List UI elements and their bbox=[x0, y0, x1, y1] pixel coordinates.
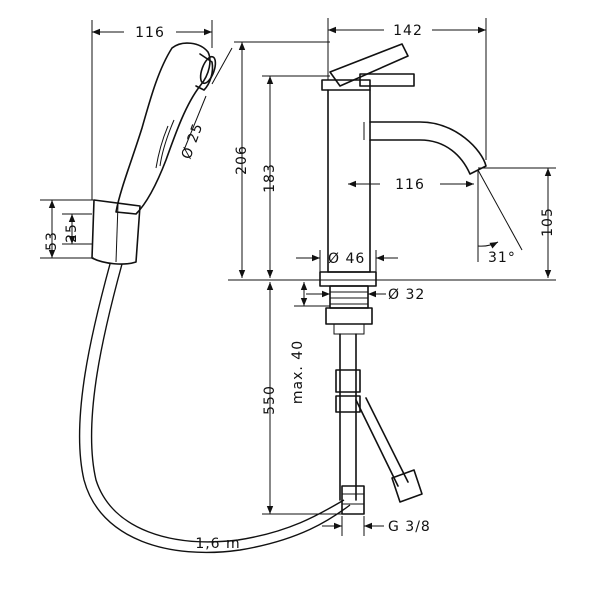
label-total-height: 206 bbox=[234, 145, 250, 175]
label-shank-diameter: Ø 32 bbox=[388, 287, 425, 303]
label-spout-reach-total: 142 bbox=[393, 23, 423, 39]
label-max-deck: max. 40 bbox=[290, 340, 306, 404]
label-hose-length: 1,6 m bbox=[195, 536, 240, 552]
hand-shower bbox=[115, 42, 217, 215]
label-connection: G 3/8 bbox=[388, 519, 431, 535]
label-supply-length: 550 bbox=[262, 385, 278, 415]
label-holder-height: 53 bbox=[44, 231, 60, 251]
label-holder-inner: 25 bbox=[64, 223, 80, 243]
label-base-diameter: Ø 46 bbox=[328, 251, 365, 267]
label-spout-angle: 31° bbox=[488, 250, 516, 266]
dimension-labels: 116 Ø 25 53 25 142 206 183 116 105 31° Ø… bbox=[44, 23, 556, 552]
label-spout-top-height: 183 bbox=[262, 163, 278, 193]
dimension-lines bbox=[40, 18, 556, 536]
mixer-body bbox=[319, 43, 487, 515]
shower-hose bbox=[78, 263, 351, 554]
label-handshower-width: 116 bbox=[135, 25, 165, 41]
label-spout-outlet-height: 105 bbox=[540, 207, 556, 237]
label-spout-projection: 116 bbox=[395, 177, 425, 193]
label-handshower-diameter: Ø 25 bbox=[179, 121, 207, 162]
